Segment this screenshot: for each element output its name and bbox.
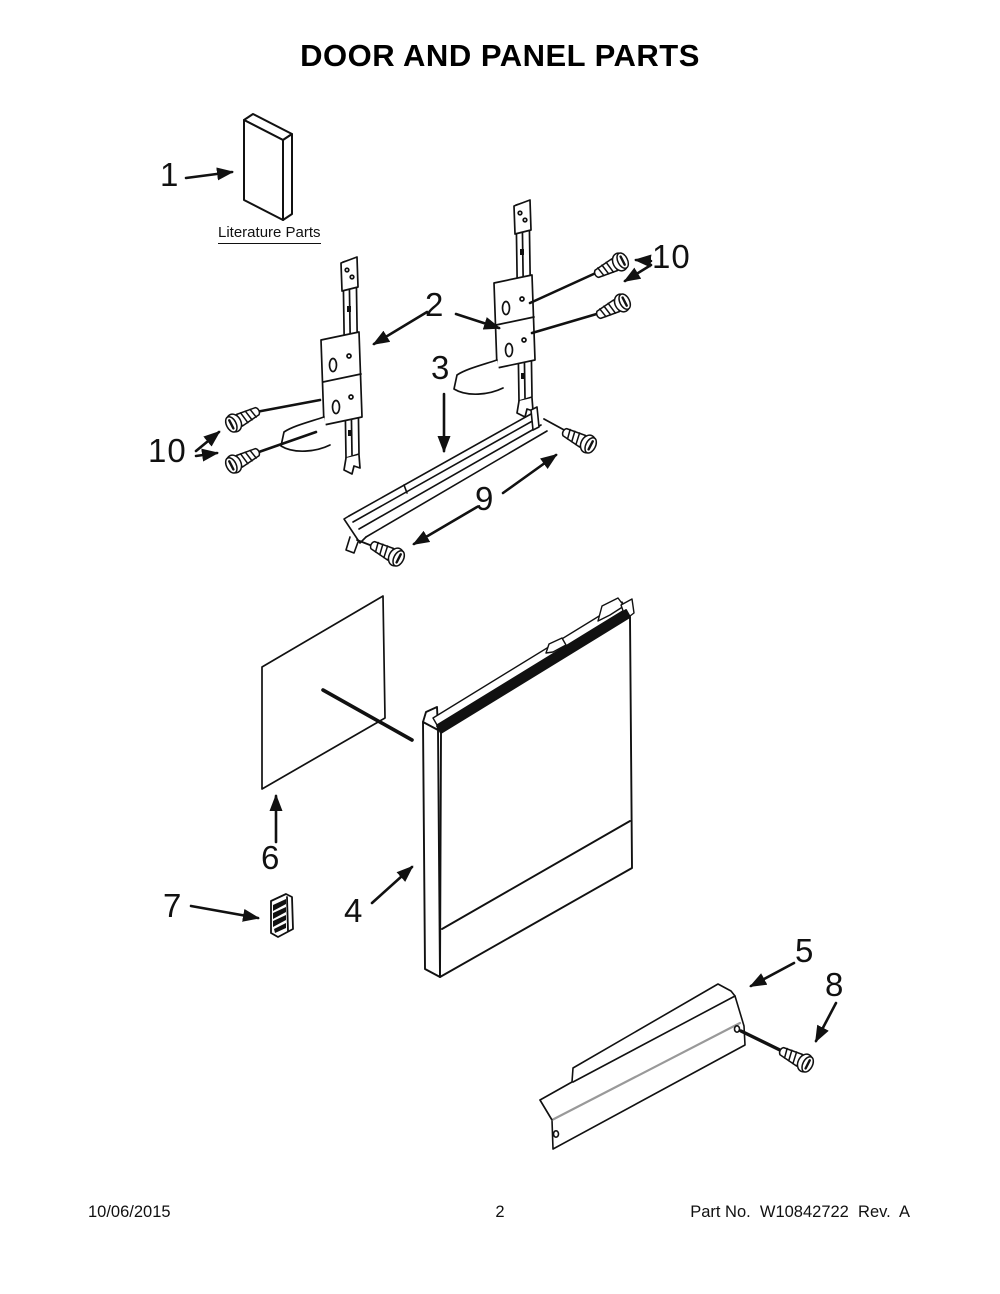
hinge-bracket-left <box>280 256 363 475</box>
callout-7: 7 <box>163 887 183 924</box>
callout-5: 5 <box>795 932 815 969</box>
callout-4: 4 <box>344 892 364 929</box>
callout-arrows <box>194 254 653 462</box>
callout-1-arrow <box>184 167 234 181</box>
strike-rail <box>343 406 548 554</box>
screw-8 <box>774 1040 818 1076</box>
callout-1: 1 <box>160 156 180 193</box>
callout-7-arrow <box>189 904 260 922</box>
door-panel <box>422 597 635 978</box>
screw-10-top-right-lower <box>591 290 635 326</box>
screw-9-bottom <box>365 534 409 570</box>
callout-6: 6 <box>261 839 281 876</box>
front-insert-panel <box>261 595 414 790</box>
panel-screw-leader <box>739 1029 788 1055</box>
screw-10-left-lower <box>221 441 265 477</box>
footer-date: 10/06/2015 <box>88 1203 171 1221</box>
page-title: DOOR AND PANEL PARTS <box>300 38 700 73</box>
footer-part-number: Part No. W10842722 Rev. A <box>690 1203 910 1221</box>
callout-2: 2 <box>425 286 445 323</box>
footer-page-number: 2 <box>495 1203 505 1221</box>
callout-3: 3 <box>431 349 451 386</box>
toe-panel <box>539 983 746 1150</box>
screw-leader-lines <box>254 270 602 455</box>
callout-8: 8 <box>825 966 845 1003</box>
screw-10-top-right-upper <box>589 249 633 285</box>
literature-book <box>243 113 293 221</box>
callout-5-8-arrows <box>749 961 838 1043</box>
screw-9-right <box>557 421 601 457</box>
hinge-bracket-right <box>453 199 536 418</box>
callout-9-arrows <box>412 453 558 546</box>
screw-10-left-upper <box>221 400 265 436</box>
callout-9: 9 <box>475 480 495 517</box>
callout-10-right: 10 <box>652 238 691 275</box>
callout-4-arrow <box>370 865 414 905</box>
callout-10-left: 10 <box>148 432 187 469</box>
vent-part <box>270 893 294 938</box>
literature-parts-label: Literature Parts <box>218 224 321 244</box>
